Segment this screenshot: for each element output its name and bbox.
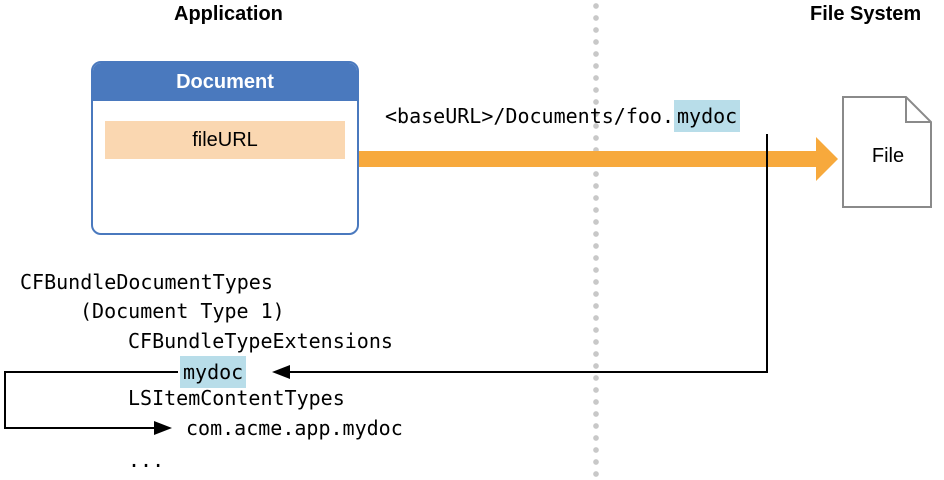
- content-type-line: [4, 371, 178, 429]
- fileurl-arrow-head: [816, 137, 838, 181]
- fileurl-arrow-shaft: [359, 151, 819, 167]
- file-icon-fold: [905, 97, 931, 123]
- url-prefix: <baseURL>/Documents/foo.: [385, 104, 674, 128]
- file-system-heading: File System: [810, 3, 922, 25]
- extension-match-arrowhead: [272, 365, 290, 379]
- section-divider: [593, 0, 599, 480]
- document-type-entry: (Document Type 1): [80, 299, 285, 323]
- file-label: File: [871, 145, 905, 167]
- type-extensions-key: CFBundleTypeExtensions: [128, 329, 393, 353]
- fileurl-property: fileURL: [105, 121, 345, 159]
- content-types-key: LSItemContentTypes: [128, 386, 345, 410]
- file-url-path: <baseURL>/Documents/foo.mydoc: [385, 100, 741, 132]
- extension-value-highlight: mydoc: [180, 356, 247, 388]
- extension-match-line: [288, 134, 768, 373]
- url-extension: mydoc: [673, 100, 741, 132]
- file-icon: [842, 96, 932, 208]
- ellipsis: ...: [128, 448, 165, 472]
- content-type-value: com.acme.app.mydoc: [186, 416, 403, 440]
- document-types-key: CFBundleDocumentTypes: [20, 270, 273, 294]
- application-heading: Application: [174, 3, 283, 25]
- document-title: Document: [93, 63, 357, 101]
- content-type-arrowhead: [154, 421, 172, 435]
- extension-value: mydoc: [180, 356, 247, 388]
